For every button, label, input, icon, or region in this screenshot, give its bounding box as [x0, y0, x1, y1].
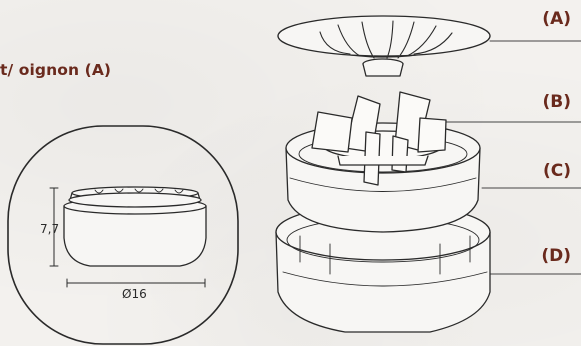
inset-product-drawing	[64, 187, 206, 266]
part-a-lid	[278, 16, 490, 76]
